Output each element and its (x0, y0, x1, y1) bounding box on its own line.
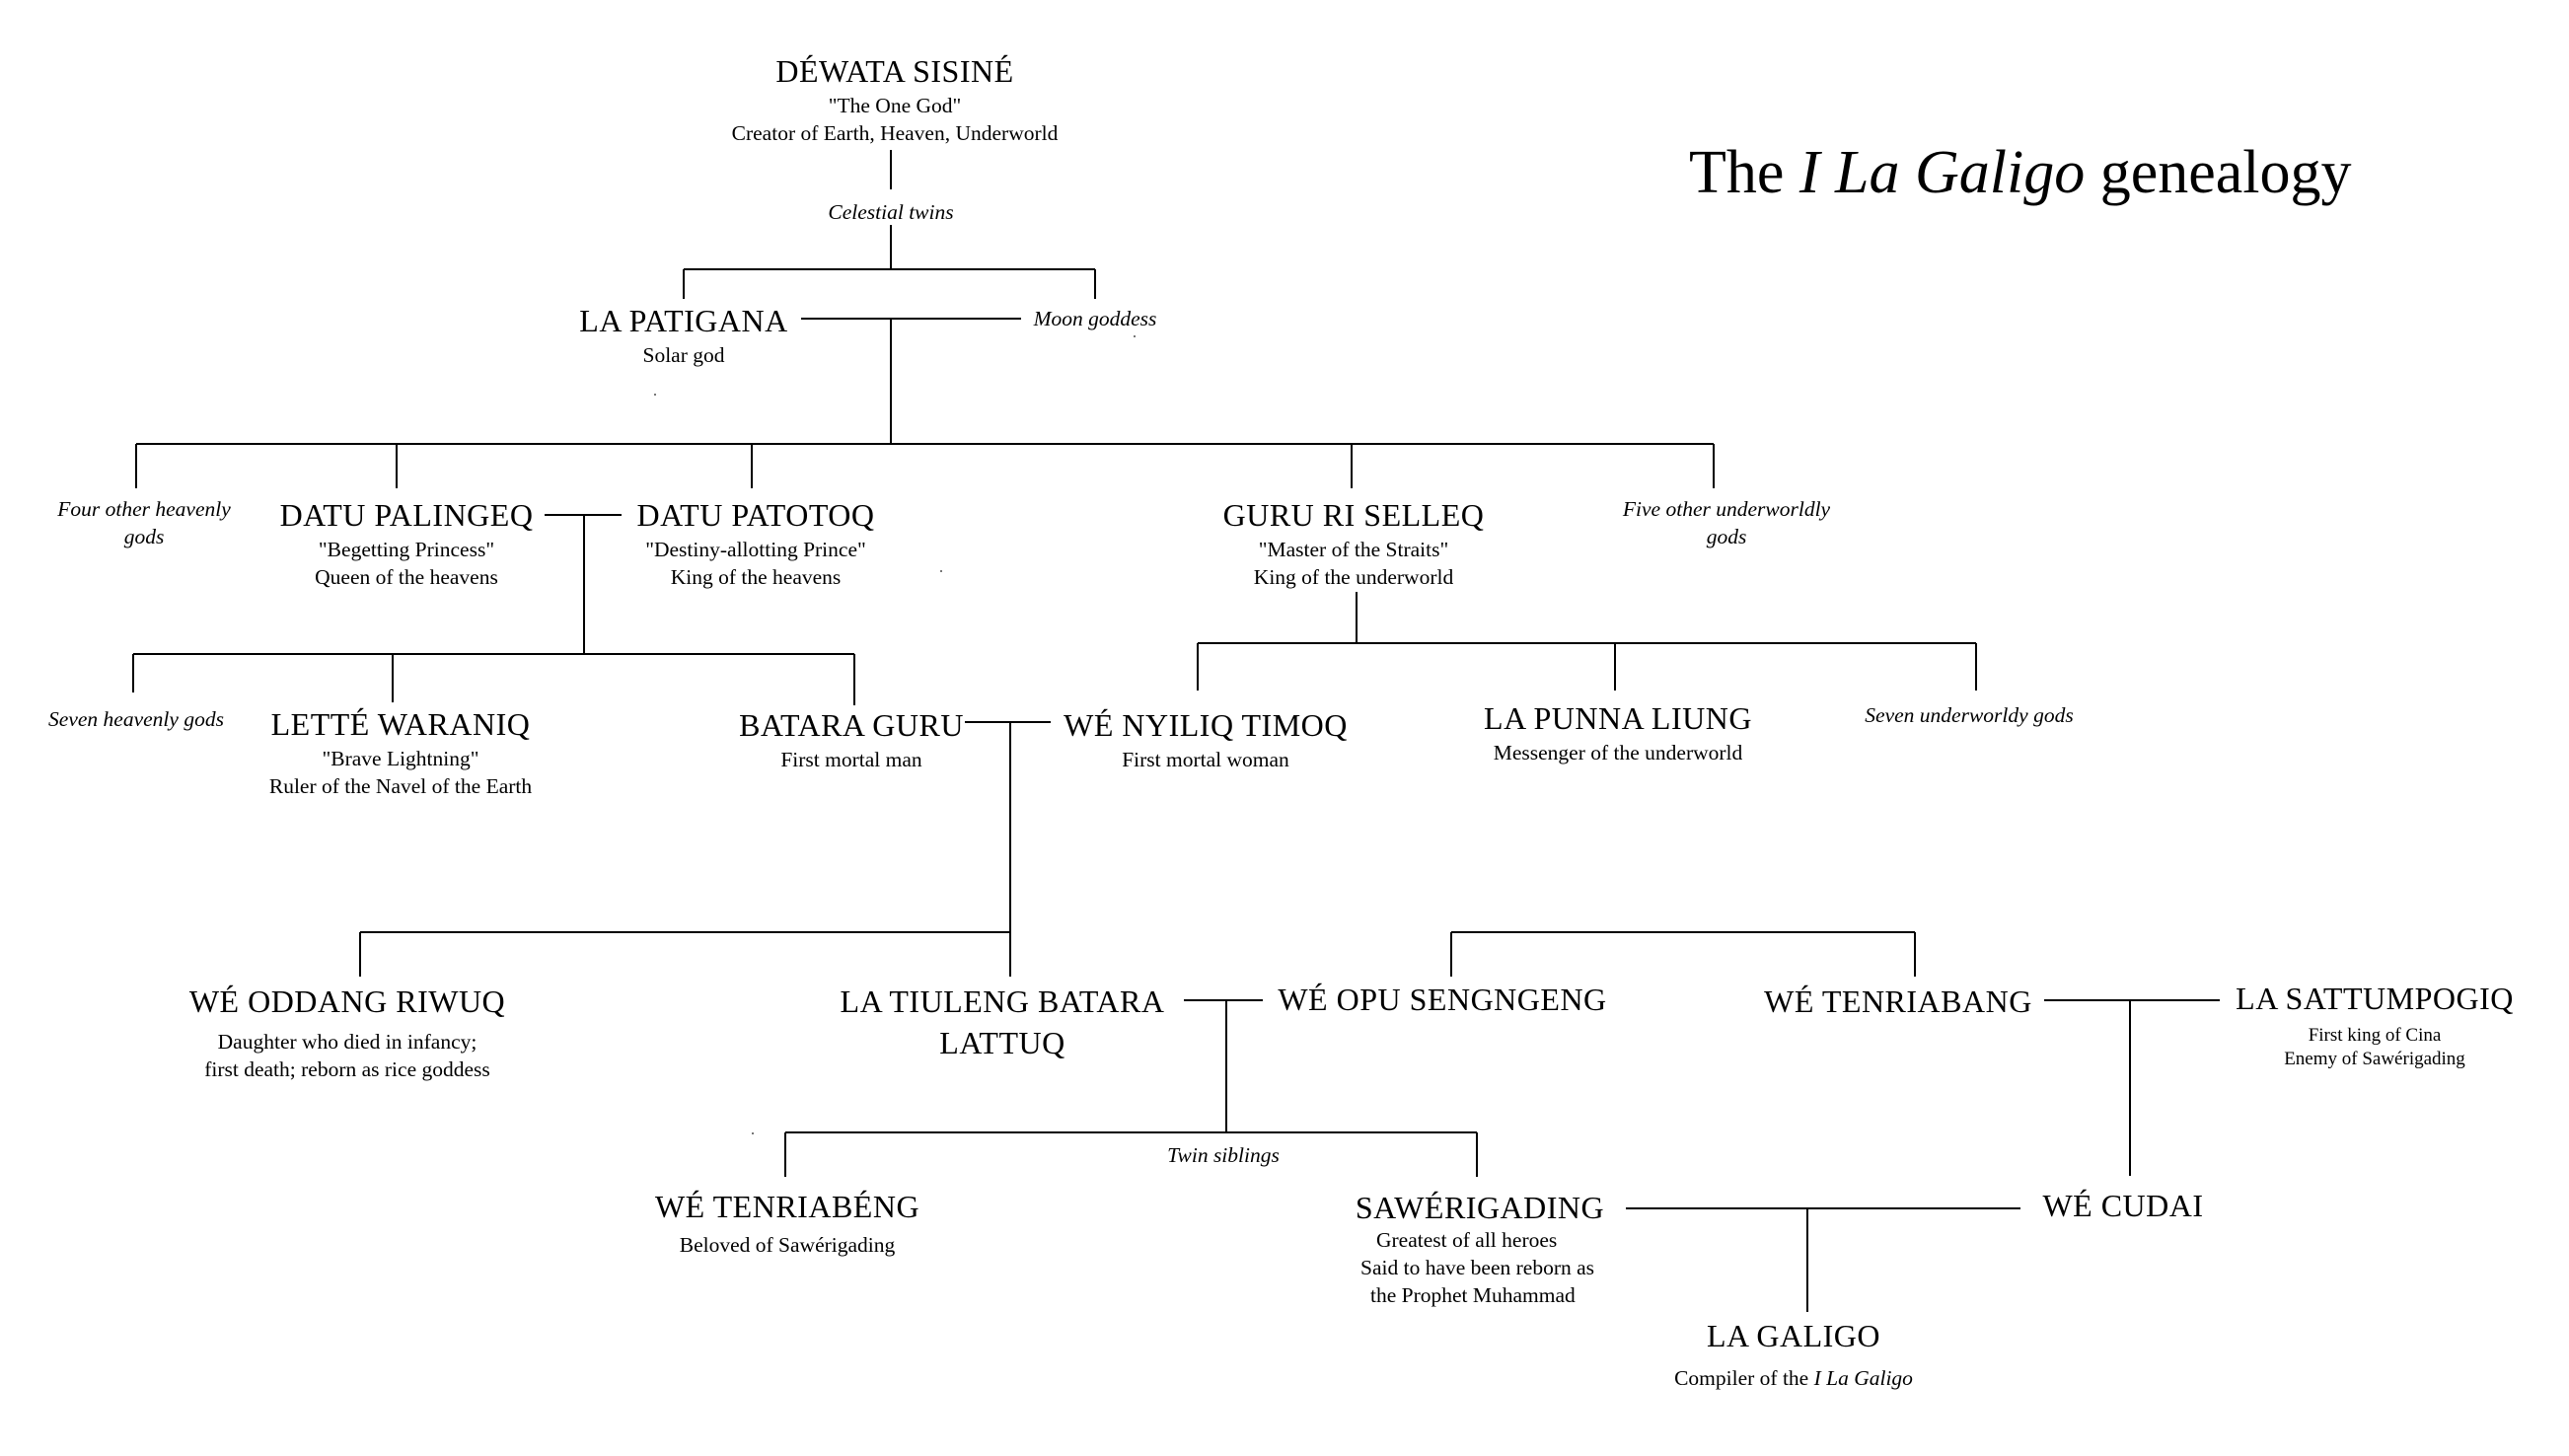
node-we-tenriabeng: WÉ TENRIABÉNG Beloved of Sawérigading (654, 1189, 920, 1257)
node-we-opu-sengngeng: WÉ OPU SENGNGENG (1278, 982, 1607, 1017)
label-twin-siblings: Twin siblings (1167, 1143, 1280, 1167)
node-we-oddang-riwuq: WÉ ODDANG RIWUQ Daughter who died in inf… (188, 983, 506, 1081)
speck (1134, 335, 1136, 337)
node-la-galigo: LA GALIGO Compiler of the I La Galigo (1674, 1318, 1913, 1390)
node-sawerigading: SAWÉRIGADING (1355, 1190, 1605, 1225)
label-celestial-twins: Celestial twins (828, 200, 954, 224)
sawerigading-description: Greatest of all heroes Said to have been… (1360, 1228, 1595, 1307)
node-we-tenriabang: WÉ TENRIABANG (1764, 983, 2032, 1019)
speck (940, 570, 942, 572)
node-lette-waraniq: LETTÉ WARANIQ "Brave Lightning" Ruler of… (268, 706, 533, 798)
node-la-sattumpogiq: LA SATTUMPOGIQ First king of Cina Enemy … (2236, 981, 2514, 1070)
node-seven-underworldy-gods: Seven underworldy gods (1865, 703, 2074, 727)
speck (752, 1132, 754, 1134)
node-guru-ri-selleq: GURU RI SELLEQ "Master of the Straits" K… (1222, 497, 1485, 589)
node-seven-heavenly-gods: Seven heavenly gods (48, 707, 224, 731)
node-four-other-heavenly-gods: Four other heavenly gods (57, 497, 231, 548)
node-la-patigana: LA PATIGANA Solar god (579, 303, 788, 367)
node-we-nyiliq-timoq: WÉ NYILIQ TIMOQ First mortal woman (1064, 707, 1348, 771)
node-datu-patotoq: DATU PATOTOQ "Destiny-allotting Prince" … (636, 497, 875, 589)
node-moon-goddess: Moon goddess (1033, 307, 1157, 330)
node-five-other-underworldly-gods: Five other underworldly gods (1622, 497, 1831, 548)
node-datu-palingeq: DATU PALINGEQ "Begetting Princess" Queen… (279, 497, 534, 589)
diagram-title: The I La Galigo genealogy (1689, 139, 2352, 206)
node-we-cudai: WÉ CUDAI (2042, 1188, 2204, 1223)
node-dewata-sisine: DÉWATA SISINÉ "The One God" Creator of E… (731, 53, 1059, 145)
node-la-tiuleng-batara-lattuq: LA TIULENG BATARA LATTUQ (840, 983, 1165, 1060)
node-batara-guru: BATARA GURU First mortal man (739, 707, 964, 771)
node-name: DÉWATA SISINÉ (775, 53, 1014, 89)
speck (654, 394, 656, 396)
node-la-punna-liung: LA PUNNA LIUNG Messenger of the underwor… (1484, 700, 1752, 764)
